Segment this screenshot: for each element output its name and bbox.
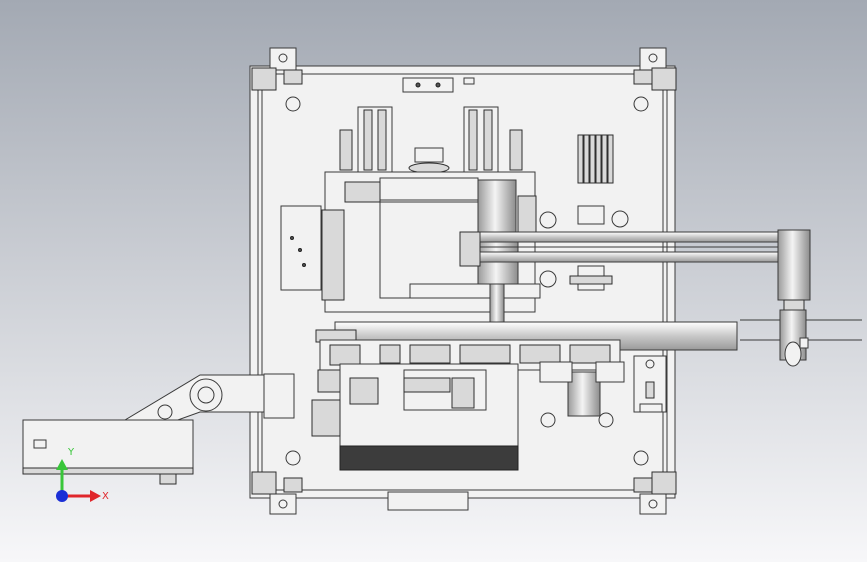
comb-fins (577, 134, 614, 184)
drawer-box (311, 363, 519, 471)
belt-conveyor (315, 309, 862, 367)
y-axis-arrowhead (56, 459, 68, 470)
corner-bracket-bottom-right (633, 471, 677, 515)
y-axis-label: Y (67, 447, 75, 458)
right-bracket-blocks (569, 205, 613, 291)
left-side-plate (280, 205, 322, 291)
corner-bracket-bottom-left (251, 471, 303, 515)
switch-box (633, 355, 667, 413)
left-guide-bracket (339, 106, 393, 174)
small-motor (408, 147, 450, 174)
corner-bracket-top-left (251, 47, 303, 91)
foot-box (22, 419, 194, 485)
bottom-tab (387, 491, 469, 511)
z-axis-dot (56, 490, 68, 502)
right-guide-bracket (463, 106, 523, 174)
top-handle-plate (402, 77, 475, 93)
corner-bracket-top-right (633, 47, 677, 91)
lower-cylinder (539, 361, 625, 417)
axis-triad: Y X (56, 447, 109, 502)
x-axis-label: X (102, 491, 109, 502)
horizontal-rail-arm (479, 229, 811, 319)
x-axis-arrowhead (90, 490, 101, 502)
swing-arm (123, 373, 295, 431)
